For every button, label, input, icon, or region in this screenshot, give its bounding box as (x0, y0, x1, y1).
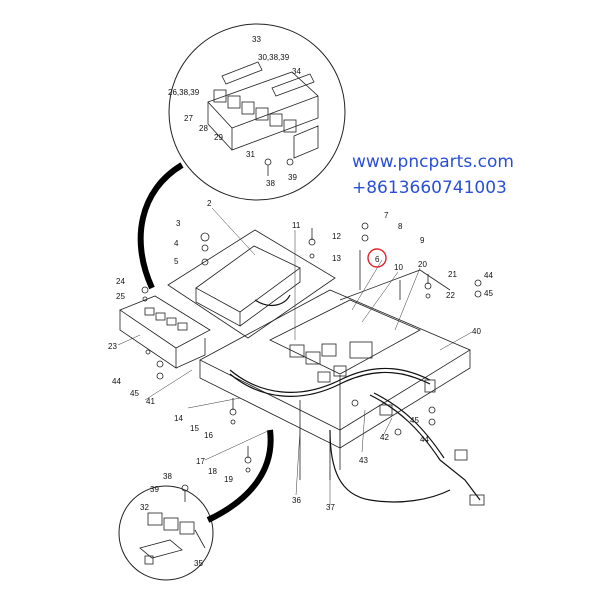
part-label-4: 7 (384, 211, 389, 220)
part-label-15: 45 (484, 289, 493, 298)
detail-circle-top (168, 23, 346, 201)
part-label-0: 2 (207, 199, 212, 208)
highlight-circle (367, 248, 387, 268)
ecu-controller (167, 229, 336, 339)
part-label-29: 36 (292, 496, 301, 505)
top-callout-label-6: 29 (214, 133, 223, 142)
leader-swoosh-bottom (206, 429, 274, 523)
left-switch-panel (119, 295, 211, 369)
top-callout-label-7: 31 (246, 150, 255, 159)
relay-block-detail (207, 61, 319, 176)
part-label-19: 40 (472, 327, 481, 336)
part-label-33: 45 (410, 416, 419, 425)
part-label-5: 8 (398, 222, 403, 231)
part-label-35: 6 (375, 255, 380, 264)
fasteners (141, 222, 482, 473)
part-label-30: 37 (326, 503, 335, 512)
part-label-27: 18 (208, 467, 217, 476)
leader-swoosh-top (137, 162, 184, 290)
part-label-14: 44 (484, 271, 493, 280)
top-callout-label-0: 33 (252, 35, 261, 44)
part-label-31: 43 (359, 456, 368, 465)
top-callout-label-8: 38 (266, 179, 275, 188)
part-label-22: 41 (146, 397, 155, 406)
bottom-callout-label-0: 38 (163, 472, 172, 481)
part-label-1: 3 (176, 219, 181, 228)
part-label-3: 5 (174, 257, 179, 266)
relay-detail-bottom (139, 484, 206, 565)
part-label-16: 24 (116, 277, 125, 286)
top-callout-label-9: 39 (288, 173, 297, 182)
part-label-9: 13 (332, 254, 341, 263)
wiring-harness (229, 294, 485, 506)
part-label-18: 23 (108, 342, 117, 351)
part-label-34: 44 (420, 435, 429, 444)
part-label-7: 11 (292, 221, 301, 230)
part-label-10: 10 (394, 263, 403, 272)
part-label-2: 4 (174, 239, 179, 248)
part-label-11: 20 (418, 260, 427, 269)
plate-relays (289, 341, 373, 383)
top-callout-label-4: 27 (184, 114, 193, 123)
part-label-12: 21 (448, 270, 457, 279)
watermark-url: www.pncparts.com (352, 152, 514, 172)
part-label-21: 45 (130, 389, 139, 398)
part-label-23: 14 (174, 414, 183, 423)
bottom-callout-label-3: 35 (194, 559, 203, 568)
mounting-frame (199, 250, 471, 480)
part-label-28: 19 (224, 475, 233, 484)
leader-lines (117, 207, 473, 505)
bottom-callout-label-2: 32 (140, 503, 149, 512)
bottom-callout-label-1: 39 (150, 485, 159, 494)
top-callout-label-5: 28 (199, 124, 208, 133)
top-callout-label-3: 26,38,39 (168, 88, 200, 97)
part-label-26: 17 (196, 457, 205, 466)
detail-circle-bottom (118, 485, 214, 581)
part-label-6: 9 (420, 236, 425, 245)
part-label-13: 22 (446, 291, 455, 300)
part-label-8: 12 (332, 232, 341, 241)
part-label-32: 42 (380, 433, 389, 442)
part-label-17: 25 (116, 292, 125, 301)
watermark-phone: +8613660741003 (352, 178, 507, 198)
top-callout-label-2: 34 (292, 67, 301, 76)
part-label-25: 16 (204, 431, 213, 440)
part-label-20: 44 (112, 377, 121, 386)
part-label-24: 15 (190, 424, 199, 433)
top-callout-label-1: 30,38,39 (258, 53, 290, 62)
